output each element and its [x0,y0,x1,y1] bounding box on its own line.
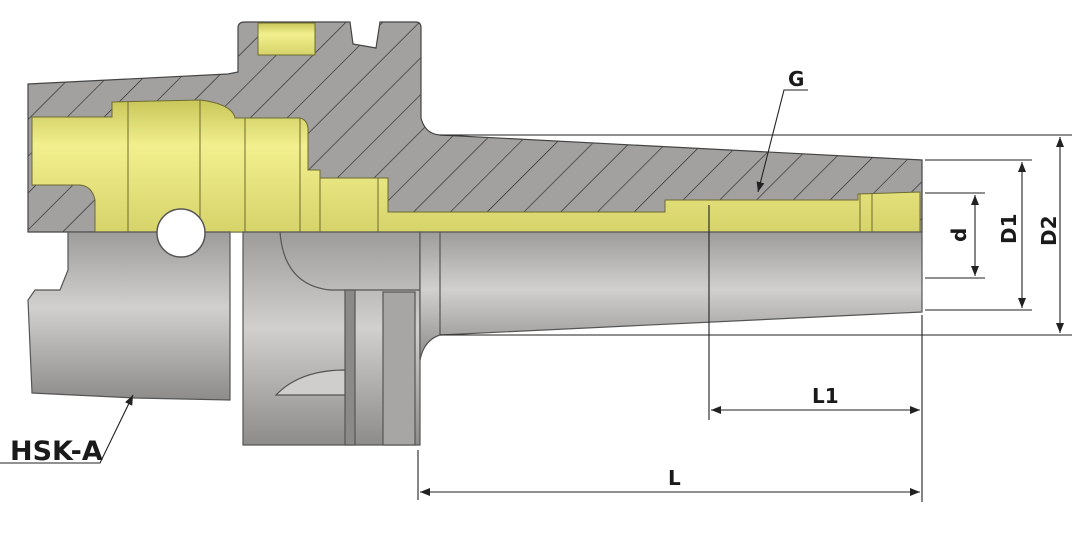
label-d: d [947,228,971,242]
label-g: G [788,67,804,91]
dimension-lines [0,89,1072,502]
label-l1: L1 [812,384,839,408]
label-d1: D1 [997,213,1021,244]
steel-body [27,231,923,446]
label-l: L [668,466,681,490]
label-hsk-a: HSK-A [10,436,103,467]
drawbar-gold-parts [31,22,921,233]
label-d2: D2 [1037,215,1061,246]
cross-hole [156,208,206,258]
